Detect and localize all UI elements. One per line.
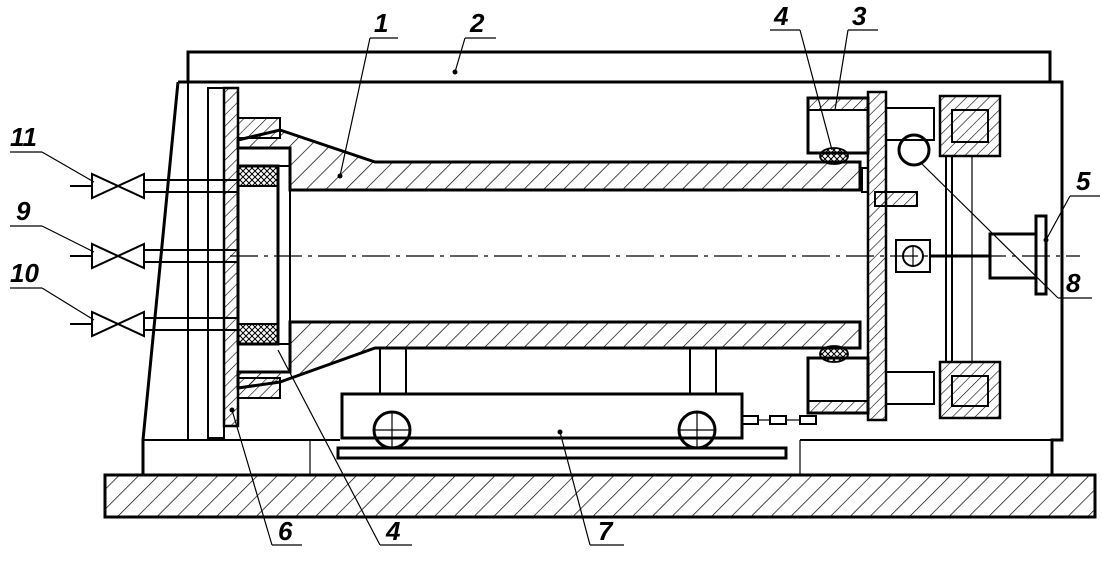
right-end-plate [861, 90, 918, 422]
callout-1: 1 [374, 8, 388, 38]
valves [70, 172, 239, 338]
valve-11 [70, 172, 239, 200]
callout-labels: 1 2 3 4 5 8 11 9 10 6 4 7 [10, 1, 1091, 546]
left-plug-seal [236, 164, 291, 346]
housing-frame [141, 50, 1064, 475]
callout-11: 11 [10, 122, 37, 152]
loading-device [930, 214, 1048, 296]
callout-6: 6 [278, 516, 293, 546]
callout-2: 2 [469, 8, 485, 38]
marker-dots [229, 69, 1049, 435]
specimen-pipe [236, 128, 862, 390]
dial-gauges [895, 133, 931, 273]
callout-9: 9 [16, 196, 31, 226]
left-flange-bosses [237, 117, 281, 399]
valve-10 [70, 310, 239, 338]
callout-3: 3 [852, 1, 867, 31]
carriage [336, 392, 817, 460]
callout-7: 7 [598, 516, 614, 546]
base-plate [103, 473, 1097, 519]
valve-9 [70, 242, 239, 270]
weld-beads [819, 147, 849, 363]
callout-8: 8 [1066, 268, 1081, 298]
callout-10: 10 [10, 258, 39, 288]
callout-5: 5 [1076, 166, 1091, 196]
callout-4-top: 4 [773, 1, 789, 31]
specimen-supports [379, 347, 717, 395]
callout-4-bottom: 4 [385, 516, 401, 546]
leader-lines [10, 29, 1100, 546]
load-frame [945, 156, 973, 362]
